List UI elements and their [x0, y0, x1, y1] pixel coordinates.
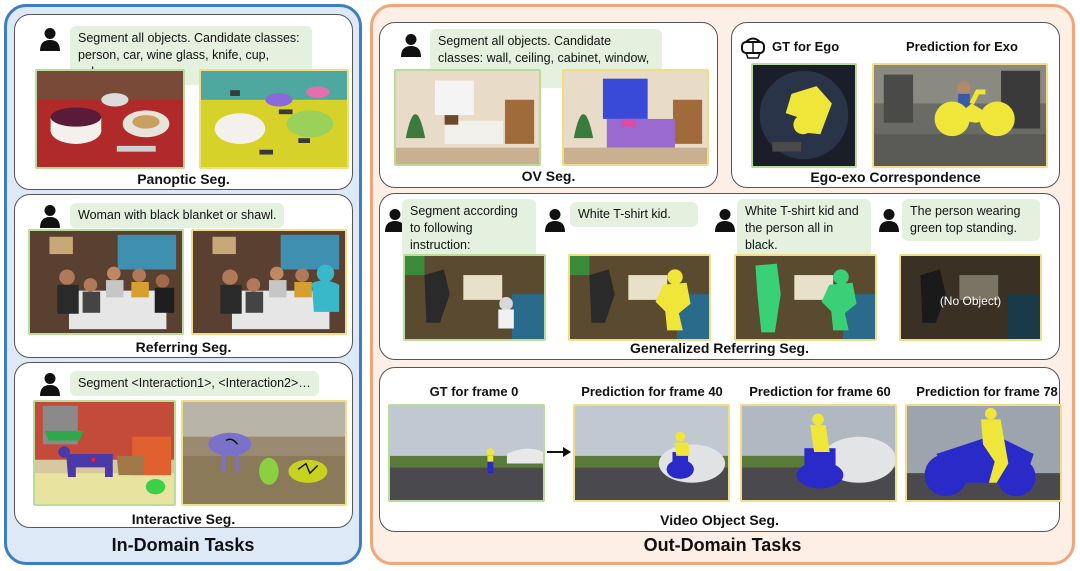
ov-prediction-image [562, 69, 709, 166]
referring-input-image [28, 229, 184, 335]
vr-headset-icon [740, 35, 766, 59]
panoptic-prediction-image [199, 69, 349, 169]
ov-panel: Segment all objects. Candidate classes: … [379, 22, 718, 188]
referring-prediction-image [191, 229, 347, 335]
grefer-prompt-3: White T-shirt kid and the person all in … [737, 199, 871, 258]
grefer-title: Generalized Referring Seg. [630, 340, 809, 356]
out-domain-group: Segment all objects. Candidate classes: … [370, 4, 1075, 565]
referring-panel: Woman with black blanket or shawl. [14, 194, 353, 358]
user-icon [39, 372, 61, 396]
ego-image [751, 63, 857, 168]
grefer-prompt-4: The person wearing green top standing. [902, 199, 1040, 241]
vos-frame-label-0: GT for frame 0 [429, 384, 519, 399]
referring-title: Referring Seg. [135, 339, 232, 355]
vos-title: Video Object Seg. [660, 512, 779, 528]
vos-frame-label-78: Prediction for frame 78 [916, 384, 1058, 399]
in-domain-group: Segment all objects. Candidate classes: … [4, 4, 362, 565]
user-icon [544, 208, 566, 232]
vos-panel: GT for frame 0 Prediction for frame 40 P… [379, 367, 1062, 532]
interactive-input-image [33, 400, 176, 506]
user-icon [39, 204, 61, 228]
panoptic-panel: Segment all objects. Candidate classes: … [14, 14, 353, 190]
grefer-panel: Segment according to following instructi… [379, 193, 1060, 360]
interactive-title: Interactive Seg. [131, 511, 236, 527]
grefer-prompt-1: Segment according to following instructi… [402, 199, 536, 258]
vos-frame-40-image [573, 404, 730, 502]
exo-prediction-label: Prediction for Exo [906, 39, 1018, 54]
arrow-icon [547, 447, 571, 457]
vos-frame-60-image [740, 404, 897, 502]
vos-frame-0-image [388, 404, 545, 502]
ov-title: OV Seg. [521, 168, 576, 184]
grefer-prompt-2: White T-shirt kid. [570, 202, 698, 227]
ov-input-image [394, 69, 541, 166]
grefer-prediction-image-1 [568, 254, 711, 341]
grefer-prediction-image-3: (No Object) [899, 254, 1042, 341]
grefer-input-image [403, 254, 546, 341]
egoexo-panel: GT for Ego Prediction for Exo [731, 22, 1060, 188]
grefer-prediction-image-2 [734, 254, 877, 341]
interactive-prediction-image [181, 400, 347, 506]
egoexo-title: Ego-exo Correspondence [810, 169, 981, 185]
out-domain-title: Out-Domain Tasks [643, 535, 802, 555]
vos-frame-label-60: Prediction for frame 60 [749, 384, 891, 399]
vos-frame-78-image [905, 404, 1062, 502]
panoptic-title: Panoptic Seg. [137, 171, 230, 187]
user-icon [714, 208, 736, 232]
exo-prediction-image [872, 63, 1048, 168]
referring-prompt: Woman with black blanket or shawl. [70, 203, 285, 228]
in-domain-title: In-Domain Tasks [111, 535, 255, 555]
no-object-label: (No Object) [939, 294, 1002, 308]
user-icon [878, 208, 900, 232]
user-icon [39, 27, 61, 51]
panoptic-input-image [35, 69, 185, 169]
vos-frame-label-40: Prediction for frame 40 [581, 384, 723, 399]
ov-prompt: Segment all objects. Candidate classes: … [430, 29, 662, 88]
user-icon [400, 33, 422, 57]
interactive-prompt: Segment <Interaction1>, <Interaction2>… [70, 371, 319, 396]
interactive-panel: Segment <Interaction1>, <Interaction2>… [14, 362, 353, 528]
ego-gt-label: GT for Ego [772, 39, 840, 54]
